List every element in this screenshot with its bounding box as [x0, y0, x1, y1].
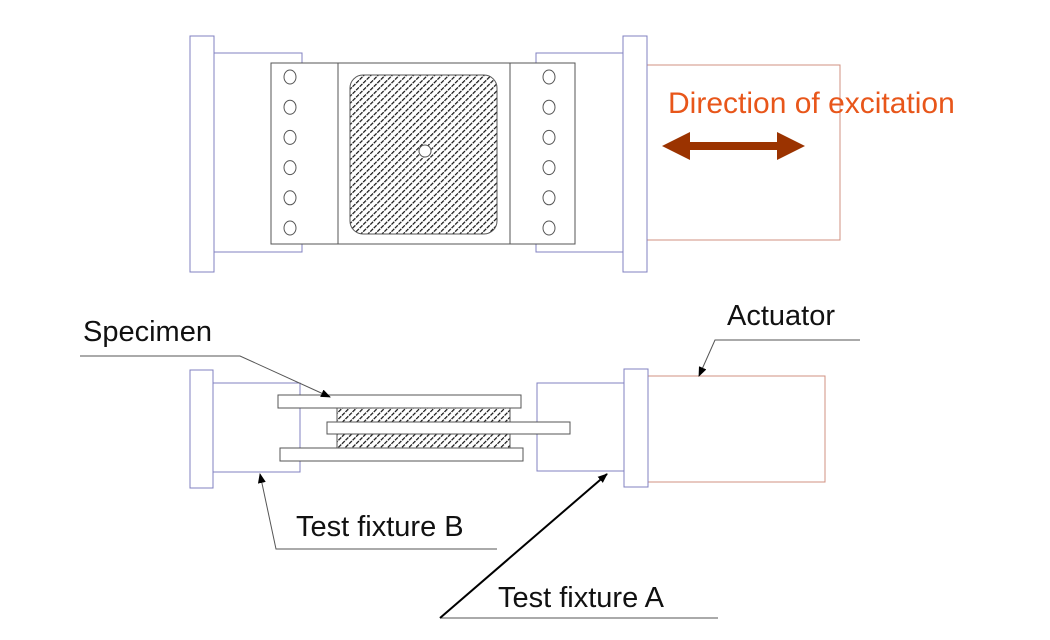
bolt-hole — [542, 220, 556, 236]
fixture-a-plate-side — [623, 368, 649, 488]
specimen-label: Specimen — [83, 316, 212, 348]
direction-label: Direction of excitation — [668, 87, 955, 120]
fixture-b-plate-side — [189, 369, 214, 489]
bolt-hole — [542, 69, 556, 85]
bolt-hole — [542, 160, 556, 176]
bolt-hole — [283, 129, 297, 145]
actuator-label: Actuator — [727, 300, 835, 332]
bolt-hole — [283, 220, 297, 236]
bolt-hole — [542, 190, 556, 206]
bolt-hole — [542, 129, 556, 145]
bolt-hole — [283, 99, 297, 115]
direction-arrow-icon — [662, 132, 805, 160]
plate-middle — [326, 421, 571, 435]
actuator-side — [647, 375, 826, 483]
specimen-layer-lower — [336, 433, 511, 449]
actuator-leader — [698, 339, 860, 377]
fixture-b-plate-top — [189, 35, 215, 273]
specimen-layer-upper — [336, 407, 511, 423]
bolt-hole — [283, 190, 297, 206]
fixture-a-label: Test fixture A — [498, 582, 665, 614]
bolt-hole — [283, 69, 297, 85]
center-hole — [418, 144, 432, 158]
side-view — [189, 368, 826, 489]
plate-top — [277, 394, 522, 409]
fixture-a-plate-top — [622, 35, 648, 273]
top-view — [189, 35, 841, 273]
bolt-hole — [283, 160, 297, 176]
bolt-hole — [542, 99, 556, 115]
fixture-a-leader — [439, 473, 608, 619]
fixture-b-leader — [257, 473, 497, 550]
fixture-b-label: Test fixture B — [296, 511, 464, 543]
specimen-leader — [80, 355, 331, 398]
bolt-holes — [283, 69, 556, 236]
plate-bottom — [279, 447, 524, 462]
